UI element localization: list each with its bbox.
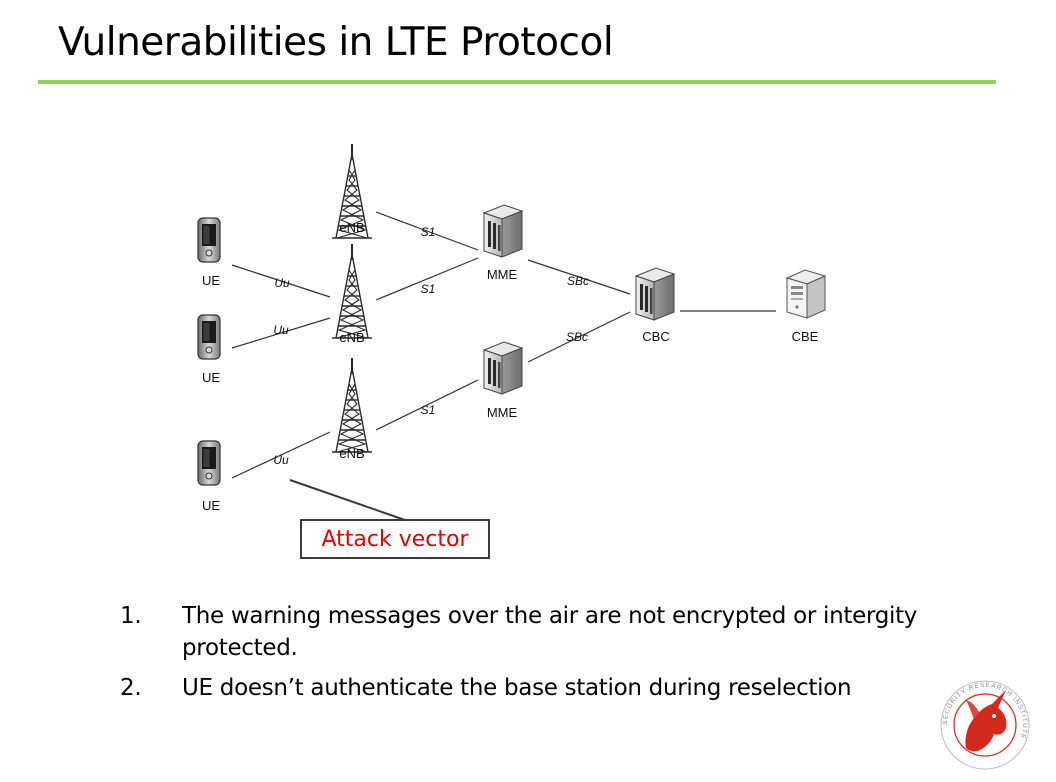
link-label-sbc: SBc — [566, 330, 588, 344]
link-labels: Uu Uu Uu S1 S1 S1 SBc SBc — [273, 225, 589, 467]
institute-logo: SECURITY RESEARCH INSTITUTE — [940, 680, 1030, 770]
mobile-phone-icon — [197, 217, 221, 263]
link-enb2-mme1 — [375, 257, 479, 301]
enb-node-1: eNB — [331, 143, 373, 239]
link-label-uu: Uu — [273, 323, 289, 337]
mme-node-2: MME — [483, 341, 523, 420]
server-icon — [635, 267, 675, 321]
node-label: MME — [487, 267, 518, 282]
node-label: UE — [202, 370, 220, 385]
node-label: UE — [202, 498, 220, 513]
list-item-text: UE doesn’t authenticate the base station… — [182, 675, 852, 701]
list-number: 1. — [120, 603, 142, 629]
cell-tower-icon — [331, 357, 373, 453]
node-label: eNB — [339, 220, 364, 235]
node-label: CBC — [642, 329, 669, 344]
link-label-s1: S1 — [421, 282, 436, 296]
attack-callout-leader — [289, 479, 406, 521]
title-rule — [38, 80, 996, 84]
ue-node-3: UE — [197, 440, 221, 513]
links — [231, 211, 776, 479]
ue-node-2: UE — [197, 314, 221, 385]
link-mme1-cbc — [527, 259, 631, 295]
node-label: MME — [487, 405, 518, 420]
link-label-sbc: SBc — [567, 274, 589, 288]
link-ue2-enb2 — [231, 317, 331, 349]
mobile-phone-icon — [197, 440, 221, 486]
node-label: UE — [202, 273, 220, 288]
list-number: 2. — [120, 675, 142, 701]
computer-icon — [786, 269, 826, 319]
link-mme2-cbc — [527, 311, 631, 363]
node-label: eNB — [339, 446, 364, 461]
link-label-uu: Uu — [273, 453, 289, 467]
vulnerability-list: 1. The warning messages over the air are… — [120, 600, 940, 712]
node-label: CBE — [792, 329, 819, 344]
link-enb3-mme2 — [375, 379, 479, 431]
list-item: 1. The warning messages over the air are… — [120, 600, 940, 664]
ue-node-1: UE — [197, 217, 221, 288]
enb-node-3: eNB — [331, 357, 373, 461]
unicorn-head-icon — [965, 690, 1007, 752]
link-label-s1: S1 — [421, 403, 436, 417]
server-icon — [483, 204, 523, 258]
node-label: eNB — [339, 330, 364, 345]
cell-tower-icon — [331, 243, 373, 339]
server-icon — [483, 341, 523, 395]
mme-node-1: MME — [483, 204, 523, 282]
link-label-s1: S1 — [421, 225, 436, 239]
link-label-uu: Uu — [274, 276, 290, 290]
list-item-text: The warning messages over the air are no… — [182, 603, 918, 661]
link-ue1-enb2 — [231, 264, 331, 298]
attack-vector-callout: Attack vector — [300, 519, 490, 559]
mobile-phone-icon — [197, 314, 221, 360]
enb-node-2: eNB — [331, 243, 373, 345]
list-item: 2. UE doesn’t authenticate the base stat… — [120, 672, 940, 704]
link-enb1-mme1 — [375, 211, 479, 251]
link-ue3-enb3 — [231, 431, 331, 479]
attack-vector-label: Attack vector — [321, 526, 469, 552]
cbc-node: CBC — [635, 267, 675, 344]
cbe-node: CBE — [786, 269, 826, 344]
slide-title: Vulnerabilities in LTE Protocol — [58, 20, 614, 65]
